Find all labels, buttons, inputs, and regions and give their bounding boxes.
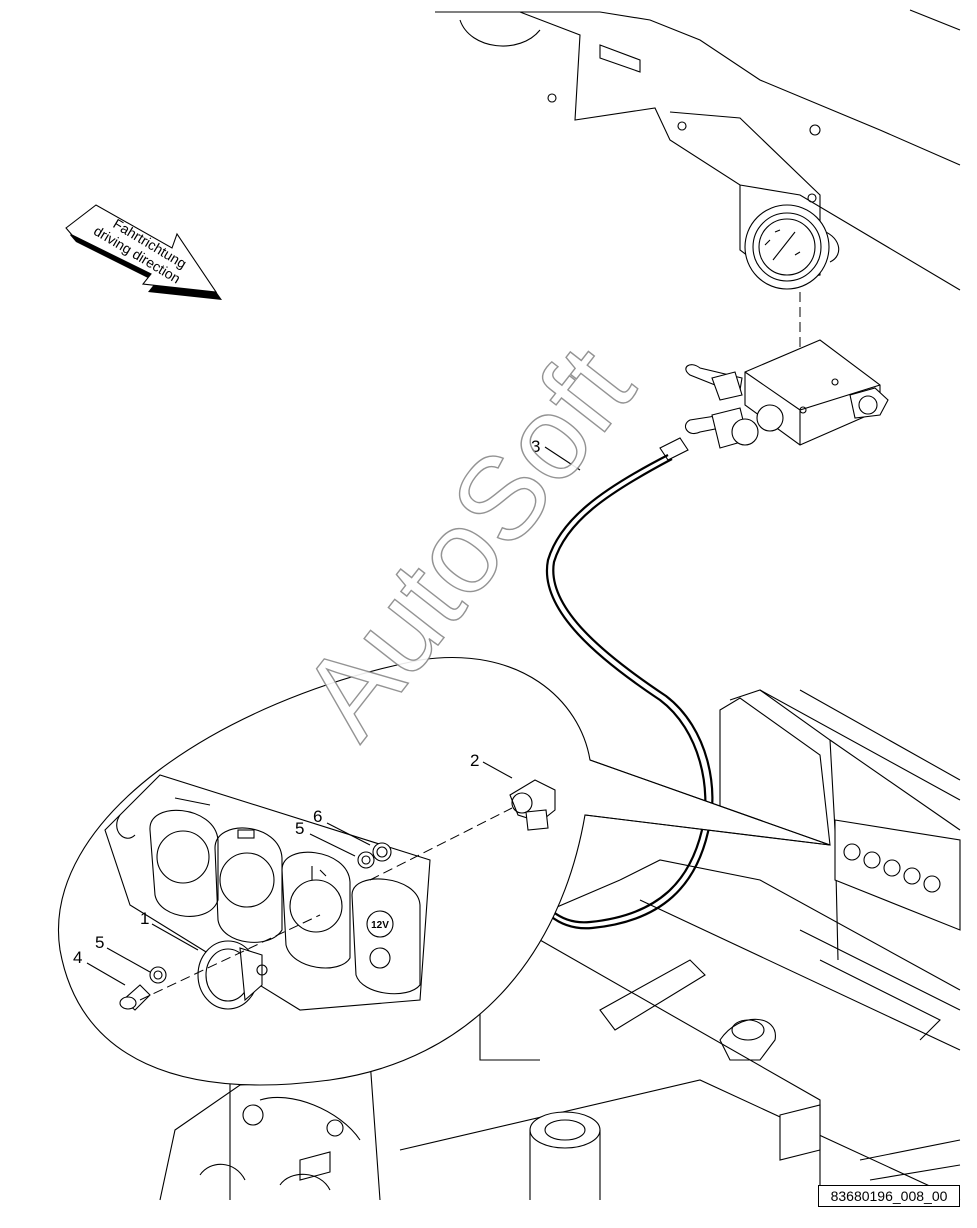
- document-id-label: 83680196_008_00: [818, 1185, 960, 1207]
- machine-body: [379, 689, 961, 1201]
- part-5-washer-upper: [357, 851, 375, 869]
- pressure-gauge: [744, 204, 830, 290]
- assembly-line-lower: [139, 914, 321, 1001]
- callout-2: 2: [470, 751, 479, 770]
- part-6-nut: [372, 842, 392, 862]
- part-4-screw: [119, 984, 151, 1011]
- driving-direction-arrow: Fahrtrichtung driving direction: [65, 204, 222, 300]
- callout-5-upper: 5: [295, 819, 304, 838]
- part-2-elbow-fitting: [509, 779, 556, 831]
- part-1-socket: [197, 940, 268, 1010]
- callout-5-lower: 5: [95, 933, 104, 952]
- upper-frame: [435, 9, 961, 291]
- callout-1: 1: [140, 909, 149, 928]
- part-5-washer-lower: [149, 966, 167, 984]
- callout-leaders: [86, 446, 581, 986]
- panel-12v-label: 12V: [371, 920, 389, 931]
- test-valve-block: [659, 339, 889, 461]
- lower-left-frame: [159, 1059, 381, 1201]
- callout-3: 3: [531, 437, 540, 456]
- callout-4: 4: [73, 948, 82, 967]
- callout-6: 6: [313, 807, 322, 826]
- assembly-line-upper: [369, 807, 513, 881]
- control-panel-detail: 12V: [104, 774, 431, 1011]
